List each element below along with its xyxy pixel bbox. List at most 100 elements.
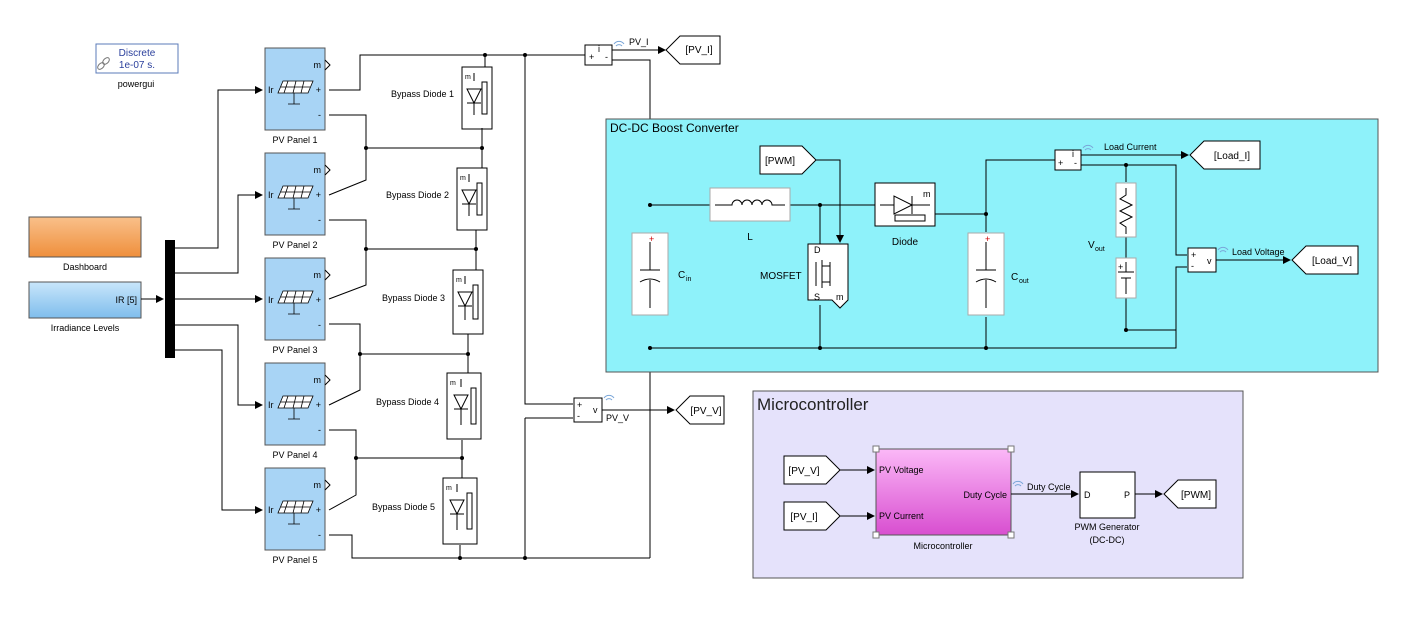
input-capacitor[interactable]: + C in (631, 232, 692, 316)
pv-voltage-sensor[interactable]: + - v (573, 397, 603, 423)
pv-current-sensor[interactable]: + - i (584, 44, 613, 66)
pv-panel-3[interactable]: Irm+-PV Panel 3 (264, 257, 331, 355)
pv-panel-port-minus: - (318, 530, 321, 540)
load-resistor[interactable] (1115, 182, 1137, 238)
duty-signal: Duty Cycle (1027, 482, 1071, 492)
solar-panel-icon (277, 500, 314, 525)
goto-pwm[interactable]: [PWM] (1163, 479, 1217, 509)
from-pwm[interactable]: [PWM] (759, 145, 817, 175)
pv-panel-label: PV Panel 5 (272, 555, 317, 565)
wifi-icon (1217, 246, 1229, 253)
goto-load-i-label: [Load_I] (1214, 151, 1250, 162)
svg-text:+: + (1191, 250, 1196, 260)
pv-current-signal: PV_I (629, 37, 649, 47)
load-voltage-port: v (1207, 256, 1212, 266)
bypass-diode-label: Bypass Diode 3 (382, 293, 445, 303)
inductor-label: L (747, 232, 753, 243)
vout-label: V (1088, 240, 1095, 251)
svg-text:m: m (923, 189, 931, 199)
output-capacitor[interactable]: + C out (967, 232, 1029, 316)
diode-label: Diode (892, 237, 919, 248)
pv-panel-port-plus: + (316, 85, 321, 95)
goto-pv-v[interactable]: [PV_V] (675, 395, 725, 425)
svg-text:-: - (577, 411, 580, 421)
pv-panel-port-minus: - (318, 425, 321, 435)
dashboard-label: Dashboard (63, 262, 107, 272)
pv-panel-port-m: m (314, 480, 322, 490)
goto-load-v[interactable]: [Load_V] (1291, 245, 1359, 275)
diode[interactable]: m Diode (874, 182, 936, 248)
svg-text:+: + (1058, 158, 1063, 168)
pv-panel-port-in: Ir (268, 190, 274, 200)
pv-panel-1[interactable]: Irm+-PV Panel 1 (264, 47, 331, 145)
svg-text:m: m (456, 277, 462, 284)
pwm-generator[interactable]: D P PWM Generator (DC-DC) (1074, 471, 1140, 545)
pv-panel-2[interactable]: Irm+-PV Panel 2 (264, 152, 331, 250)
irradiance-label: Irradiance Levels (51, 323, 120, 333)
cout-label: C (1011, 272, 1018, 283)
dashboard-block[interactable]: Dashboard (28, 216, 142, 272)
pv-panel-port-minus: - (318, 320, 321, 330)
inductor[interactable]: L (709, 187, 791, 243)
pv-panel-port-minus: - (318, 215, 321, 225)
from-pv-v-label: [PV_V] (788, 466, 819, 477)
dc-voltage-source[interactable]: + (1115, 257, 1137, 299)
pv-panel-port-m: m (314, 165, 322, 175)
svg-text:m: m (446, 485, 452, 492)
boost-title: DC-DC Boost Converter (610, 121, 739, 135)
pv-voltage-signal: PV_V (606, 413, 629, 423)
goto-pwm-label: [PWM] (1181, 490, 1211, 501)
load-voltage-label: Load Voltage (1232, 247, 1285, 257)
vout-sub: out (1095, 246, 1105, 253)
cout-sub: out (1019, 278, 1029, 285)
goto-load-i[interactable]: [Load_I] (1189, 140, 1261, 170)
mosfet[interactable]: D S m MOSFET (760, 243, 849, 309)
solar-panel-icon (277, 80, 314, 105)
solar-panel-icon (277, 185, 314, 210)
wifi-icon (613, 40, 625, 47)
pv-panel-port-plus: + (316, 400, 321, 410)
powergui-label: powergui (118, 79, 155, 89)
pv-panel-label: PV Panel 3 (272, 345, 317, 355)
goto-pv-i-label: [PV_I] (685, 45, 712, 56)
bypass-diode-label: Bypass Diode 5 (372, 502, 435, 512)
pv-panel-label: PV Panel 2 (272, 240, 317, 250)
pwm-port-p: P (1124, 490, 1130, 500)
pwm-port-d: D (1084, 490, 1091, 500)
pv-panel-port-plus: + (316, 295, 321, 305)
powergui-line2: 1e-07 s. (119, 60, 155, 71)
svg-text:m: m (450, 380, 456, 387)
from-pv-v[interactable]: [PV_V] (783, 455, 841, 485)
pv-voltage-port: v (593, 405, 598, 415)
goto-pv-i[interactable]: [PV_I] (665, 35, 721, 65)
demux-bar[interactable] (165, 240, 175, 358)
irradiance-port: IR [5] (115, 295, 137, 305)
bypass-diode-label: Bypass Diode 2 (386, 190, 449, 200)
powergui-block[interactable]: Discrete 1e-07 s. powergui (95, 43, 179, 89)
pv-panel-5[interactable]: Irm+-PV Panel 5 (264, 467, 331, 565)
svg-text:+: + (589, 52, 594, 62)
load-current-label: Load Current (1104, 142, 1157, 152)
from-pv-i[interactable]: [PV_I] (783, 501, 841, 531)
pv-panel-port-m: m (314, 375, 322, 385)
svg-text:S: S (814, 292, 820, 302)
microcontroller-block[interactable]: PV Voltage PV Current Duty Cycle Microco… (872, 445, 1015, 551)
solar-panel-icon (277, 395, 314, 420)
pv-panel-4[interactable]: Irm+-PV Panel 4 (264, 362, 331, 460)
svg-text:-: - (1191, 261, 1194, 271)
irradiance-block[interactable]: IR [5] Irradiance Levels (28, 281, 142, 333)
goto-pv-v-label: [PV_V] (690, 406, 721, 417)
bypass-diode-label: Bypass Diode 1 (391, 89, 454, 99)
load-voltage-sensor[interactable]: + - v (1187, 247, 1217, 273)
pv-panel-port-minus: - (318, 110, 321, 120)
load-current-sensor[interactable]: + - i (1054, 149, 1082, 171)
cin-sub: in (686, 276, 692, 283)
svg-text:-: - (1074, 158, 1077, 168)
pv-panel-port-plus: + (316, 505, 321, 515)
